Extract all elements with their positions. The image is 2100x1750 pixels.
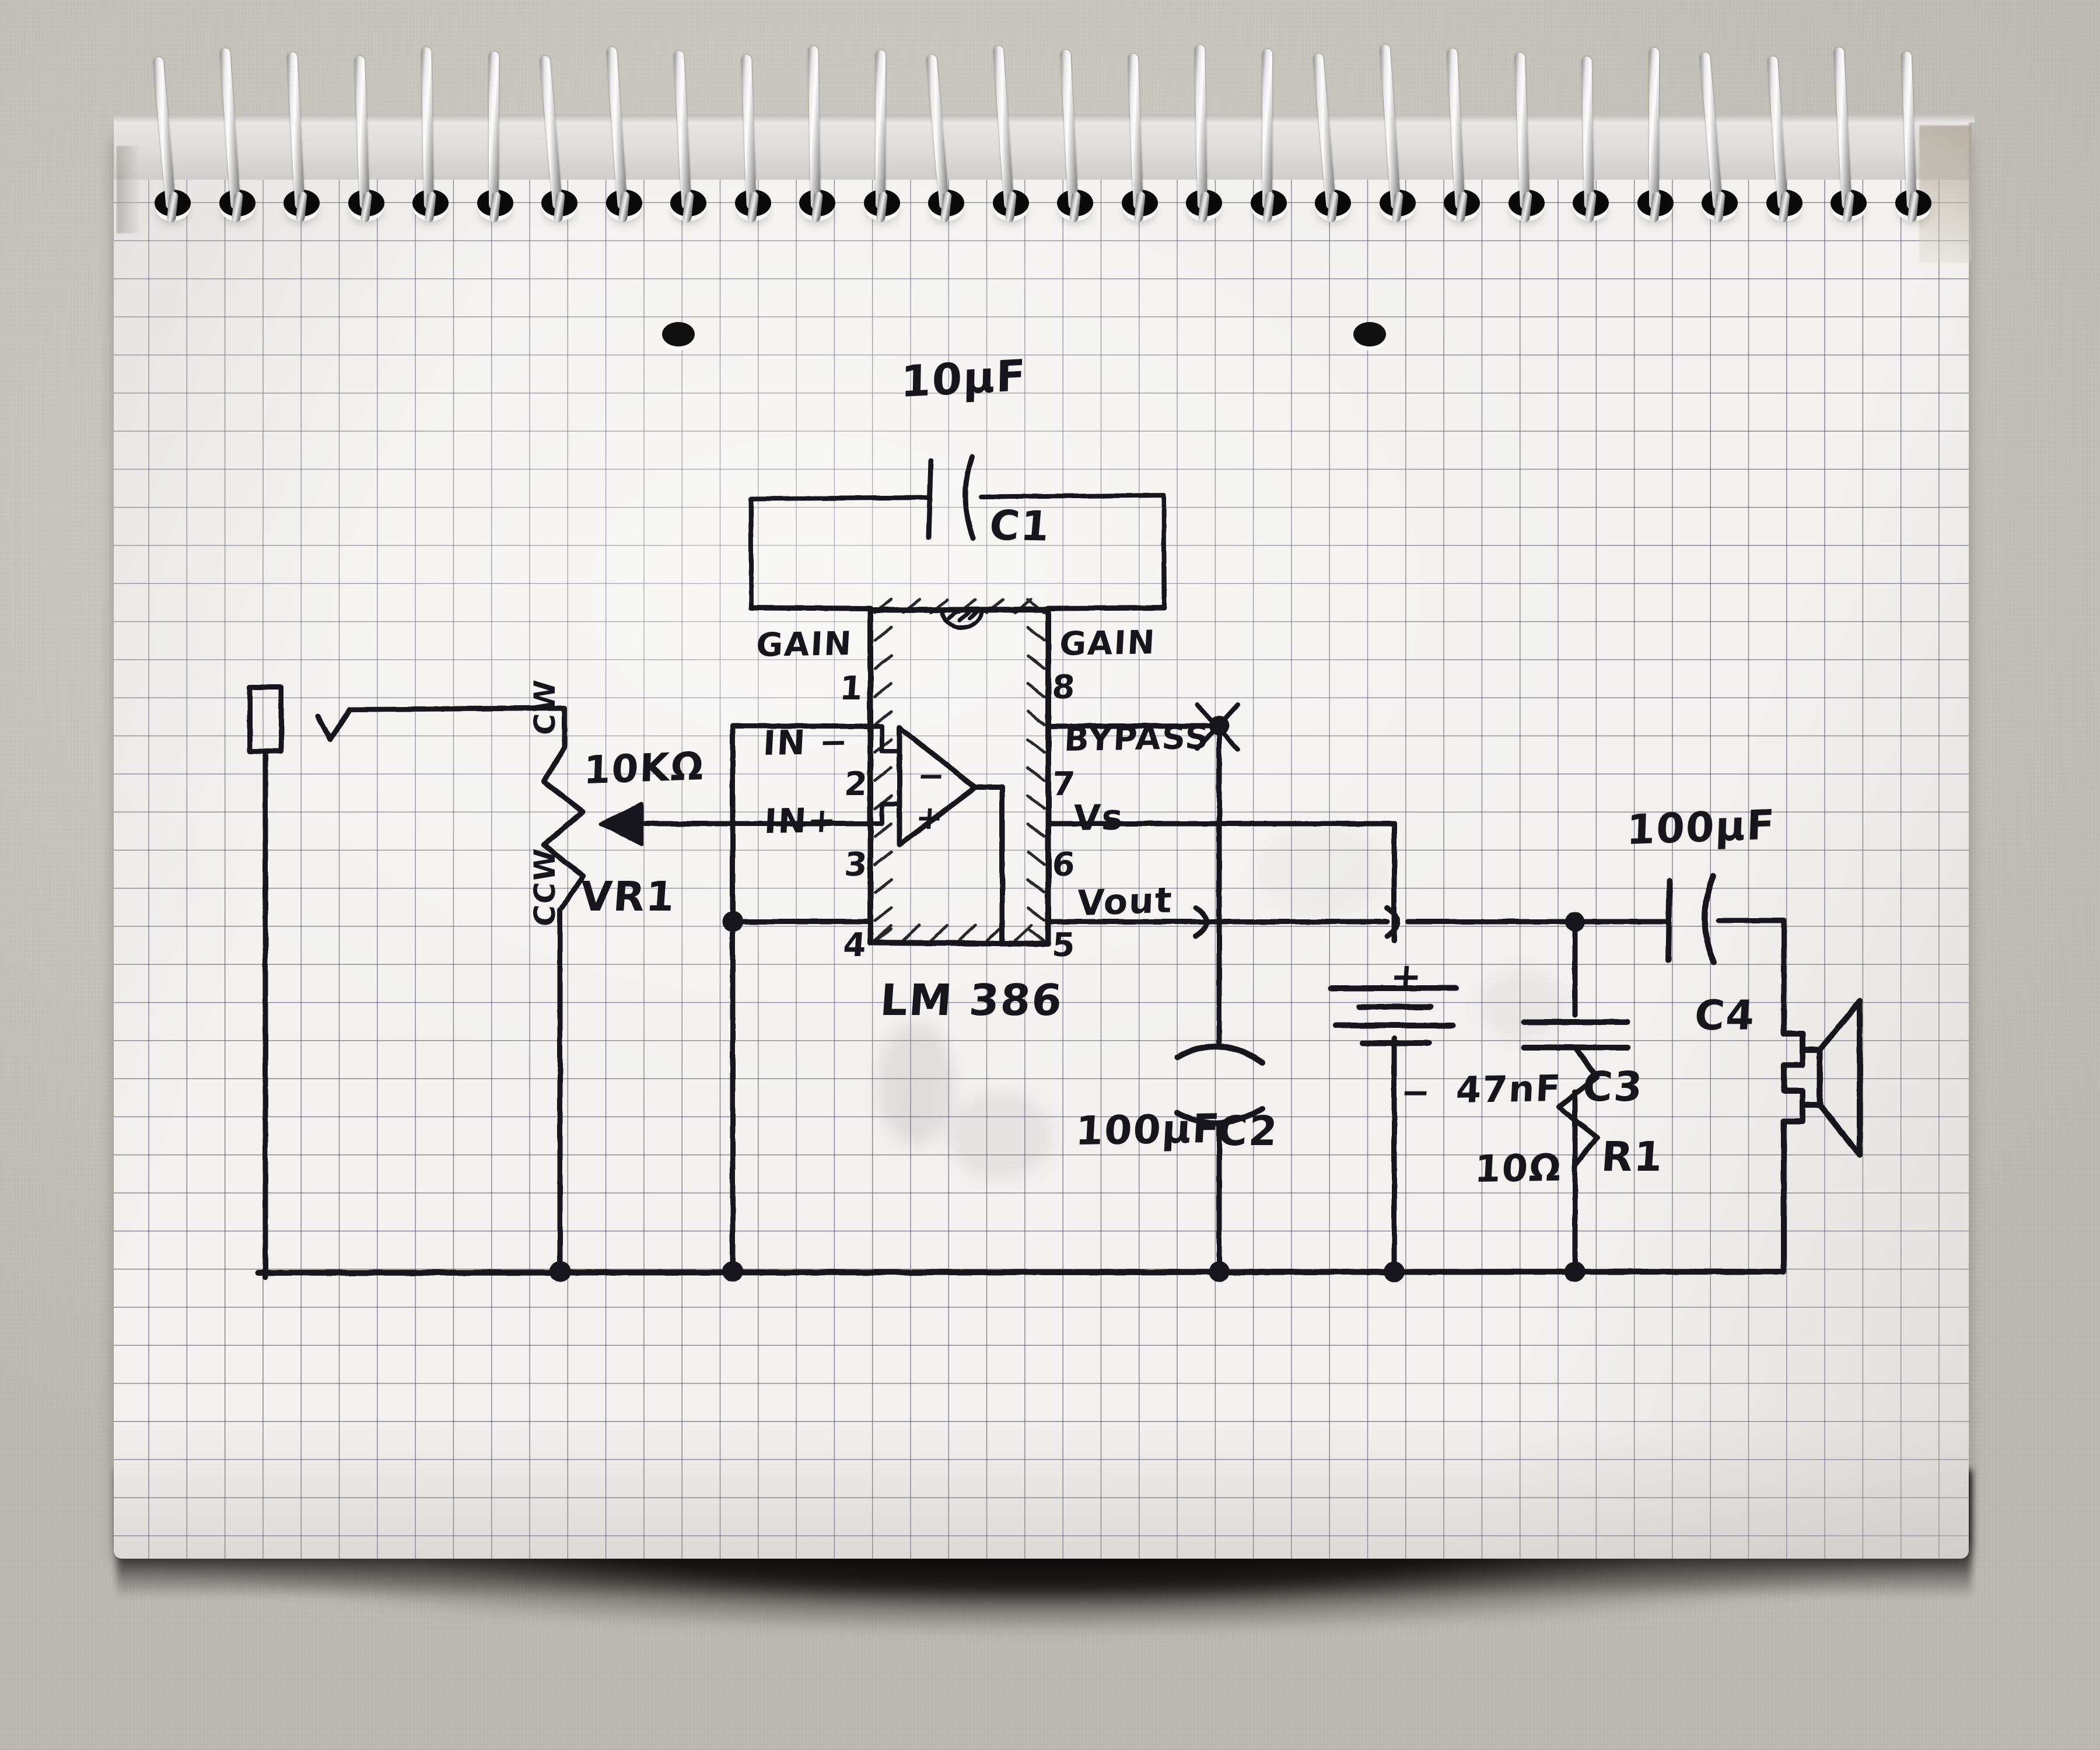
- pin8-gain: GAIN: [1058, 624, 1157, 664]
- pin5-vout: Vout: [1076, 880, 1174, 925]
- pot-value: 10KΩ: [583, 743, 705, 793]
- pin1-num: 1: [838, 670, 865, 708]
- ic-name: LM 386: [878, 975, 1065, 1026]
- pin4-num: 4: [842, 926, 869, 964]
- notepad-top-board: [114, 117, 1969, 180]
- pin6-vs: Vs: [1072, 797, 1125, 839]
- spiral-coil: [875, 50, 886, 209]
- paper-smudge: [948, 1092, 1053, 1180]
- notepad-left-tape: [117, 146, 140, 233]
- cap-c1-value: 10µF: [900, 350, 1027, 408]
- cap-c2-ref: C2: [1216, 1107, 1280, 1155]
- pin8-num: 8: [1051, 668, 1077, 706]
- pin3-num: 3: [843, 846, 870, 884]
- opamp-plus: +: [914, 799, 946, 837]
- batt-plus: +: [1388, 956, 1424, 999]
- cap-c2-value: 100µF: [1074, 1105, 1222, 1155]
- spiral-coil: [1262, 49, 1272, 209]
- paper-smudge: [1257, 824, 1385, 917]
- pin7-bypass: BYPASS: [1063, 718, 1211, 760]
- pot-cw: CW: [528, 678, 562, 737]
- pin1-gain: GAIN: [755, 625, 853, 665]
- batt-minus: −: [1399, 1072, 1433, 1113]
- spiral-coil: [488, 51, 499, 209]
- pin6-num: 6: [1051, 846, 1077, 884]
- pin5-num: 5: [1051, 926, 1077, 964]
- pin7-num: 7: [1051, 765, 1077, 803]
- cap-c1-ref: C1: [987, 502, 1053, 551]
- cap-c4-ref: C4: [1693, 992, 1758, 1040]
- cap-c4-value: 100µF: [1626, 801, 1777, 855]
- notepad-right-tape: [1919, 125, 1972, 262]
- cap-c3-ref: C3: [1581, 1063, 1646, 1111]
- cap-c3-value: 47nF: [1455, 1066, 1563, 1112]
- notepad-top-edge: [114, 114, 1975, 123]
- pin2-num: 2: [843, 765, 870, 803]
- sheet-punch-hole: [1353, 322, 1386, 346]
- paper-smudge: [1479, 970, 1566, 1040]
- pot-ref: VR1: [579, 873, 677, 921]
- res-r1-ref: R1: [1600, 1133, 1665, 1181]
- pot-ccw: CCW: [528, 846, 562, 928]
- sheet-punch-hole: [662, 322, 695, 346]
- pin3-in-plus: IN+: [763, 800, 838, 842]
- paper-smudge: [878, 1022, 954, 1144]
- pin2-in-minus: IN −: [762, 722, 850, 764]
- opamp-minus: −: [916, 757, 947, 795]
- spiral-coil: [1648, 48, 1659, 209]
- res-r1-value: 10Ω: [1474, 1146, 1563, 1192]
